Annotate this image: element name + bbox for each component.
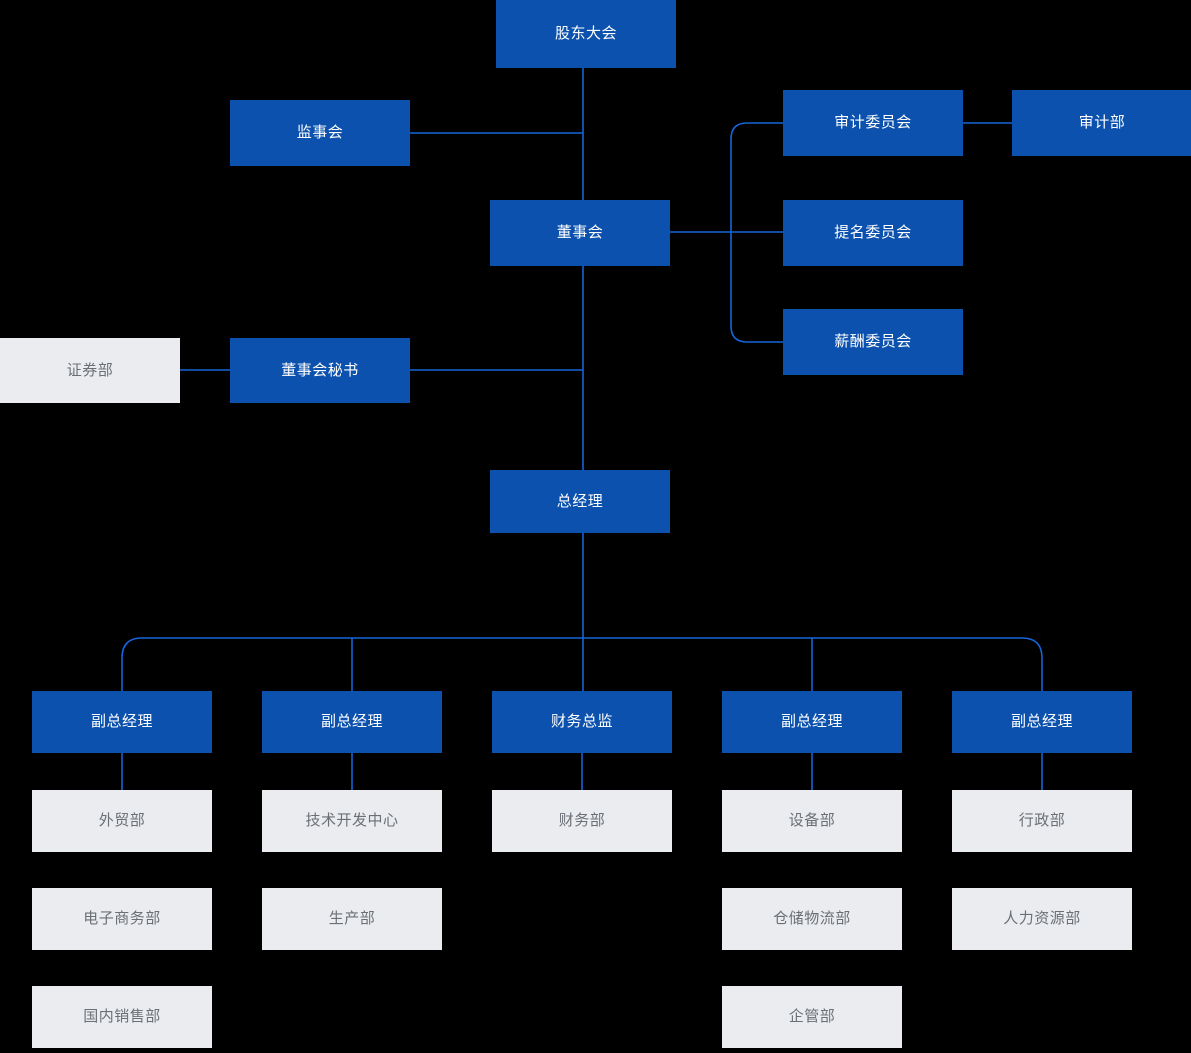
node-audit-department[interactable]: 审计部	[1012, 90, 1191, 156]
node-deputy-gm-2[interactable]: 副总经理	[262, 691, 442, 753]
node-board-secretary[interactable]: 董事会秘书	[230, 338, 410, 403]
node-equipment-dept[interactable]: 设备部	[722, 790, 902, 852]
node-enterprise-mgmt-dept[interactable]: 企管部	[722, 986, 902, 1048]
node-tech-development-center[interactable]: 技术开发中心	[262, 790, 442, 852]
node-deputy-gm-3[interactable]: 副总经理	[722, 691, 902, 753]
line-distribution-bus	[121, 637, 1043, 691]
node-warehouse-logistics-dept[interactable]: 仓储物流部	[722, 888, 902, 950]
node-deputy-gm-1[interactable]: 副总经理	[32, 691, 212, 753]
node-remuneration-committee[interactable]: 薪酬委员会	[783, 309, 963, 375]
node-administration-dept[interactable]: 行政部	[952, 790, 1132, 852]
node-finance-dept[interactable]: 财务部	[492, 790, 672, 852]
node-audit-committee[interactable]: 审计委员会	[783, 90, 963, 156]
line-committee-bracket	[730, 122, 783, 343]
node-production-dept[interactable]: 生产部	[262, 888, 442, 950]
node-foreign-trade-dept[interactable]: 外贸部	[32, 790, 212, 852]
node-cfo[interactable]: 财务总监	[492, 691, 672, 753]
node-nomination-committee[interactable]: 提名委员会	[783, 200, 963, 266]
node-deputy-gm-4[interactable]: 副总经理	[952, 691, 1132, 753]
node-board-of-directors[interactable]: 董事会	[490, 200, 670, 266]
node-securities-department[interactable]: 证券部	[0, 338, 180, 403]
node-supervisory-board[interactable]: 监事会	[230, 100, 410, 166]
node-ecommerce-dept[interactable]: 电子商务部	[32, 888, 212, 950]
node-domestic-sales-dept[interactable]: 国内销售部	[32, 986, 212, 1048]
node-shareholders[interactable]: 股东大会	[496, 0, 676, 68]
node-general-manager[interactable]: 总经理	[490, 470, 670, 533]
node-human-resources-dept[interactable]: 人力资源部	[952, 888, 1132, 950]
